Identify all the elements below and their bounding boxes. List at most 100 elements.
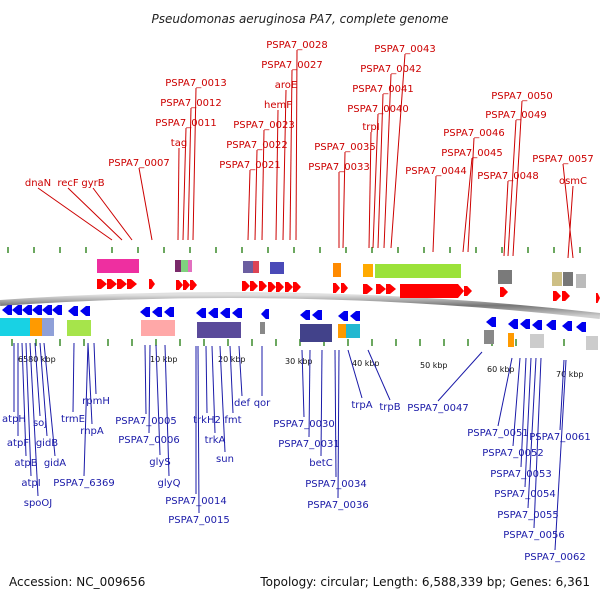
forward-gene-label-pspa7-0042[interactable]: PSPA7_0042 bbox=[360, 64, 421, 75]
forward-gene-label-pspa7-0048[interactable]: PSPA7_0048 bbox=[477, 171, 538, 182]
forward-gene-arrow bbox=[190, 280, 197, 290]
forward-gene-label-pspa7-0012[interactable]: PSPA7_0012 bbox=[160, 98, 221, 109]
reverse-gene-label-betc[interactable]: betC bbox=[309, 458, 332, 469]
reverse-gene-label-trkh2[interactable]: trkH2 bbox=[193, 415, 221, 426]
forward-gene-label-pspa7-0011[interactable]: PSPA7_0011 bbox=[155, 118, 216, 129]
reverse-gene-label-rpmh[interactable]: rpmH bbox=[82, 396, 110, 407]
reverse-gene-label-atpi[interactable]: atpI bbox=[21, 478, 40, 489]
reverse-gene-label-glys[interactable]: glyS bbox=[149, 457, 170, 468]
reverse-gene-label-glyq[interactable]: glyQ bbox=[158, 478, 181, 489]
reverse-gene-label-rnpa[interactable]: rnpA bbox=[80, 426, 104, 437]
reverse-gene-label-pspa7-6369[interactable]: PSPA7_6369 bbox=[53, 478, 114, 489]
forward-gene-label-pspa7-0044[interactable]: PSPA7_0044 bbox=[405, 166, 466, 177]
reverse-gene-label-pspa7-0034[interactable]: PSPA7_0034 bbox=[305, 479, 366, 490]
forward-gene-label-aroe[interactable]: aroE bbox=[275, 80, 297, 91]
forward-gene-arrow bbox=[268, 282, 276, 292]
leader-line bbox=[559, 359, 565, 431]
reverse-gene-label-pspa7-0006[interactable]: PSPA7_0006 bbox=[118, 435, 179, 446]
reverse-gene-label-spooj[interactable]: spoOJ bbox=[24, 498, 53, 509]
reverse-gene-label-pspa7-0056[interactable]: PSPA7_0056 bbox=[503, 530, 564, 541]
leader-line bbox=[211, 345, 216, 434]
forward-gene-label-pspa7-0050[interactable]: PSPA7_0050 bbox=[491, 91, 552, 102]
forward-gene-label-pspa7-0021[interactable]: PSPA7_0021 bbox=[219, 160, 280, 171]
reverse-gene-arrow bbox=[152, 307, 162, 317]
reverse-gene-label-gida[interactable]: gidA bbox=[44, 458, 66, 469]
reverse-gene-arrow bbox=[220, 308, 230, 318]
forward-gene-label-pspa7-0027[interactable]: PSPA7_0027 bbox=[261, 60, 322, 71]
leader-line bbox=[512, 100, 523, 257]
reverse-gene-label-pspa7-0061[interactable]: PSPA7_0061 bbox=[529, 432, 590, 443]
forward-gene-label-pspa7-0049[interactable]: PSPA7_0049 bbox=[485, 110, 546, 121]
gene-block bbox=[67, 320, 91, 336]
forward-gene-label-pspa7-0022[interactable]: PSPA7_0022 bbox=[226, 140, 287, 151]
reverse-gene-arrow bbox=[42, 305, 52, 315]
forward-gene-label-pspa7-0013[interactable]: PSPA7_0013 bbox=[165, 78, 226, 89]
forward-gene-label-hemf[interactable]: hemF bbox=[264, 100, 292, 111]
forward-gene-label-pspa7-0033[interactable]: PSPA7_0033 bbox=[308, 162, 369, 173]
reverse-gene-label-trpb[interactable]: trpB bbox=[379, 402, 400, 413]
reverse-gene-label-pspa7-0055[interactable]: PSPA7_0055 bbox=[497, 510, 558, 521]
reverse-gene-label-pspa7-0005[interactable]: PSPA7_0005 bbox=[115, 416, 176, 427]
forward-gene-label-pspa7-0057[interactable]: PSPA7_0057 bbox=[532, 154, 593, 165]
reverse-gene-label-pspa7-0036[interactable]: PSPA7_0036 bbox=[307, 500, 368, 511]
reverse-gene-label-sun[interactable]: sun bbox=[216, 454, 234, 465]
leader-line bbox=[334, 349, 337, 478]
reverse-gene-arrow bbox=[300, 310, 310, 320]
forward-gene-label-osmc[interactable]: osmC bbox=[559, 176, 587, 187]
forward-gene-label-recf[interactable]: recF bbox=[57, 178, 79, 189]
forward-gene-arrow bbox=[183, 280, 190, 290]
forward-gene-label-gyrb[interactable]: gyrB bbox=[81, 178, 104, 189]
reverse-gene-arrow bbox=[22, 305, 32, 315]
reverse-gene-arrow bbox=[80, 306, 90, 316]
forward-gene-label-pspa7-0023[interactable]: PSPA7_0023 bbox=[233, 120, 294, 131]
forward-gene-arrow bbox=[149, 279, 155, 289]
scale-label: 70 kbp bbox=[556, 370, 584, 379]
reverse-gene-label-pspa7-0047[interactable]: PSPA7_0047 bbox=[407, 403, 468, 414]
reverse-gene-label-def[interactable]: def bbox=[234, 398, 251, 409]
reverse-gene-label-pspa7-0014[interactable]: PSPA7_0014 bbox=[165, 496, 226, 507]
forward-gene-label-pspa7-0045[interactable]: PSPA7_0045 bbox=[441, 148, 502, 159]
reverse-gene-label-atpb[interactable]: atpB bbox=[14, 458, 37, 469]
reverse-gene-label-pspa7-0053[interactable]: PSPA7_0053 bbox=[490, 469, 551, 480]
reverse-gene-arrow bbox=[312, 310, 322, 320]
forward-gene-label-pspa7-0028[interactable]: PSPA7_0028 bbox=[266, 40, 327, 51]
reverse-gene-label-trme[interactable]: trmE bbox=[61, 414, 85, 425]
forward-gene-label-pspa7-0043[interactable]: PSPA7_0043 bbox=[374, 44, 435, 55]
forward-gene-label-dnan[interactable]: dnaN bbox=[25, 178, 51, 189]
forward-gene-label-tag[interactable]: tag bbox=[171, 138, 187, 149]
reverse-gene-label-pspa7-0030[interactable]: PSPA7_0030 bbox=[273, 419, 334, 430]
reverse-gene-label-soj[interactable]: soj bbox=[33, 418, 47, 429]
reverse-gene-label-gidb[interactable]: gidB bbox=[36, 438, 58, 449]
forward-gene-arrow bbox=[117, 279, 127, 289]
accession-text: Accession: NC_009656 bbox=[9, 575, 145, 589]
reverse-gene-arrow bbox=[232, 308, 242, 318]
reverse-gene-label-pspa7-0031[interactable]: PSPA7_0031 bbox=[278, 439, 339, 450]
reverse-gene-label-fmt[interactable]: fmt bbox=[224, 415, 241, 426]
leader-line bbox=[21, 342, 27, 457]
reverse-gene-label-trka[interactable]: trkA bbox=[205, 435, 226, 446]
forward-gene-arrow bbox=[386, 284, 396, 294]
gene-block bbox=[333, 263, 341, 277]
reverse-gene-label-trpa[interactable]: trpA bbox=[351, 400, 372, 411]
forward-gene-arrow bbox=[276, 282, 284, 292]
forward-gene-label-pspa7-0040[interactable]: PSPA7_0040 bbox=[347, 104, 408, 115]
reverse-gene-arrow bbox=[52, 305, 62, 315]
reverse-gene-label-pspa7-0015[interactable]: PSPA7_0015 bbox=[168, 515, 229, 526]
reverse-gene-label-pspa7-0062[interactable]: PSPA7_0062 bbox=[524, 552, 585, 563]
forward-gene-label-trpi[interactable]: trpI bbox=[362, 122, 379, 133]
forward-gene-label-pspa7-0007[interactable]: PSPA7_0007 bbox=[108, 158, 169, 169]
gene-block bbox=[576, 274, 586, 288]
forward-gene-label-pspa7-0041[interactable]: PSPA7_0041 bbox=[352, 84, 413, 95]
reverse-gene-label-pspa7-0054[interactable]: PSPA7_0054 bbox=[494, 489, 555, 500]
leader-line bbox=[342, 151, 346, 249]
forward-gene-label-pspa7-0035[interactable]: PSPA7_0035 bbox=[314, 142, 375, 153]
reverse-gene-label-pspa7-0051[interactable]: PSPA7_0051 bbox=[467, 428, 528, 439]
reverse-gene-label-pspa7-0052[interactable]: PSPA7_0052 bbox=[482, 448, 543, 459]
reverse-gene-label-qor[interactable]: qor bbox=[254, 398, 271, 409]
reverse-gene-label-atpf[interactable]: atpF bbox=[7, 438, 29, 449]
forward-gene-label-pspa7-0046[interactable]: PSPA7_0046 bbox=[443, 128, 504, 139]
reverse-gene-label-atph[interactable]: atpH bbox=[2, 414, 26, 425]
reverse-gene-arrow bbox=[508, 319, 518, 329]
reverse-gene-arrow bbox=[350, 311, 360, 321]
